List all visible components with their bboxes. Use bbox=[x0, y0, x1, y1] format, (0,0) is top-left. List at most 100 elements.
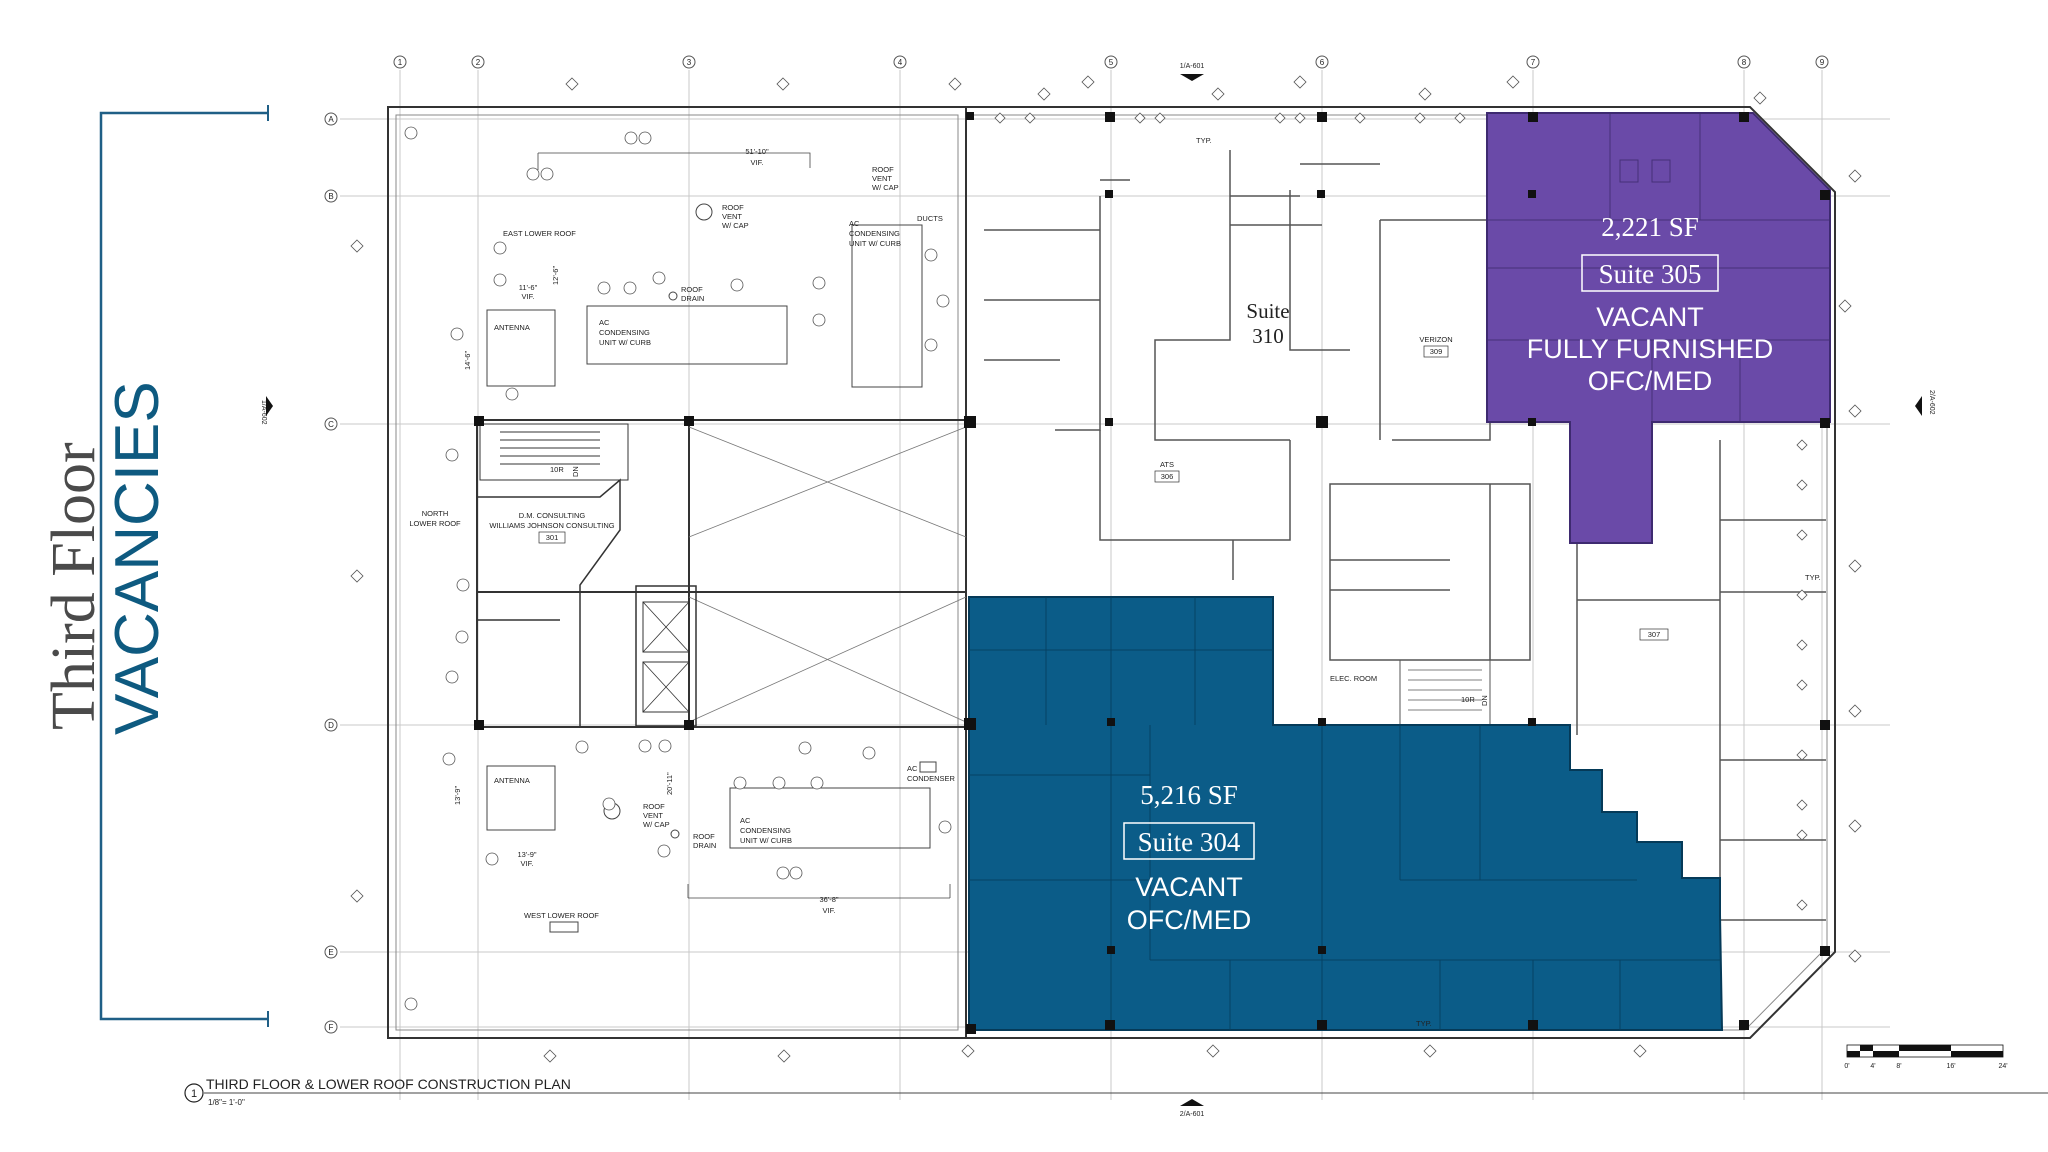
ducts-label: DUCTS bbox=[917, 214, 943, 223]
roof-equipment bbox=[486, 152, 951, 933]
scale-tick-label: 4' bbox=[1870, 1063, 1875, 1070]
ac-unit-label-line2: CONDENSING bbox=[599, 328, 650, 337]
dimension-a: 11'-6" bbox=[519, 283, 538, 292]
typ-note: TYP. bbox=[1196, 136, 1212, 145]
section-mark-right: 2/A-602 bbox=[1928, 390, 1935, 415]
suite-305-name: Suite 305 bbox=[1599, 259, 1702, 289]
suite-304-status: VACANT bbox=[1135, 872, 1243, 902]
ac-unit-label-line1: AC bbox=[740, 816, 751, 825]
keynote-tags bbox=[350, 75, 1862, 1063]
grid-row-label: E bbox=[328, 948, 333, 957]
dimension-bottom-vif: VIF. bbox=[823, 906, 836, 915]
ac-unit-label-line3: UNIT W/ CURB bbox=[599, 338, 651, 347]
suite-304-area-label: 5,216 SF bbox=[1140, 780, 1238, 810]
typ-note: TYP. bbox=[1416, 1019, 1432, 1028]
roof-drain-label-line2: DRAIN bbox=[693, 841, 716, 850]
roof-vent-label-line2: VENT bbox=[722, 212, 742, 221]
scale-tick-label: 0' bbox=[1844, 1063, 1849, 1070]
grid-col-label: 2 bbox=[476, 58, 481, 67]
antenna-label-south: ANTENNA bbox=[494, 776, 530, 785]
dimension-d: 13'-9" bbox=[453, 786, 462, 805]
ac-condenser-label-line2: CONDENSER bbox=[907, 774, 956, 783]
grid-col-label: 7 bbox=[1531, 58, 1536, 67]
title-bracket bbox=[99, 111, 268, 1021]
roof-vent-label-line3: W/ CAP bbox=[872, 183, 899, 192]
typ-note: TYP. bbox=[1805, 573, 1821, 582]
roof-vent-label-line2: VENT bbox=[872, 174, 892, 183]
dimension-f-vif: VIF. bbox=[521, 859, 534, 868]
ac-unit-label-line3: UNIT W/ CURB bbox=[740, 836, 792, 845]
roof-vent-label-line1: ROOF bbox=[722, 203, 744, 212]
scale-tick-label: 16' bbox=[1946, 1063, 1955, 1070]
north-roof-label-line2: LOWER ROOF bbox=[409, 519, 461, 528]
grid-col-label: 1 bbox=[398, 58, 403, 67]
scale-tick-label: 8' bbox=[1896, 1063, 1901, 1070]
grid-col-label: 3 bbox=[687, 58, 692, 67]
roof-vent-label-line3: W/ CAP bbox=[643, 820, 670, 829]
dimension-e: 20'-11" bbox=[665, 772, 674, 795]
suite-304-area[interactable] bbox=[968, 596, 1724, 1031]
scale-bar: 0' 4' 8' 16' 24' bbox=[1844, 1044, 2008, 1070]
ac-condenser-label-line1: AC bbox=[907, 764, 918, 773]
room-307-number: 307 bbox=[1648, 630, 1661, 639]
ac-unit-label-line1: AC bbox=[599, 318, 610, 327]
stair-dn-south: DN bbox=[1480, 695, 1489, 706]
verizon-room-number: 309 bbox=[1430, 347, 1443, 356]
suite-304-name: Suite 304 bbox=[1138, 827, 1241, 857]
suite-305-detail: FULLY FURNISHED bbox=[1527, 334, 1774, 364]
grid-row-label: C bbox=[328, 420, 334, 429]
dimension-b: 12'-6" bbox=[551, 266, 560, 285]
dimension-f: 13'-9" bbox=[517, 850, 536, 859]
dimension-bottom: 36'-8" bbox=[819, 895, 838, 904]
roof-vent-label-line1: ROOF bbox=[643, 802, 665, 811]
side-title: Third Floor VACANCIES bbox=[40, 105, 269, 1027]
dimension-a-vif: VIF. bbox=[522, 292, 535, 301]
ac-unit-label-line1: AC bbox=[849, 219, 860, 228]
stair-risers-north: 10R bbox=[550, 465, 564, 474]
grid-row-label: D bbox=[328, 721, 334, 730]
drawing-scale: 1/8"= 1'-0" bbox=[208, 1098, 245, 1107]
suite-304-name-box bbox=[1123, 822, 1255, 860]
grid-bubbles-columns: 1 2 3 4 5 6 7 8 9 bbox=[393, 55, 1829, 69]
stair-dn-north: DN bbox=[571, 466, 580, 477]
title-third-floor: Third Floor bbox=[40, 442, 108, 730]
roof-vent-label-line1: ROOF bbox=[872, 165, 894, 174]
grid-col-label: 5 bbox=[1109, 58, 1114, 67]
roof-keynote-circles bbox=[404, 126, 952, 1011]
suite-310-label-line2: 310 bbox=[1252, 324, 1284, 348]
antenna-label-north: ANTENNA bbox=[494, 323, 530, 332]
interior-partitions bbox=[984, 150, 1826, 921]
suite-304-use: OFC/MED bbox=[1127, 905, 1252, 935]
roof-vent-label-line2: VENT bbox=[643, 811, 663, 820]
roof-drain-label-line1: ROOF bbox=[693, 832, 715, 841]
suite-305-name-box bbox=[1581, 254, 1719, 292]
structural-columns bbox=[474, 112, 1830, 1034]
tenant-301-line1: D.M. CONSULTING bbox=[519, 511, 586, 520]
grid-row-label: B bbox=[328, 192, 333, 201]
ac-unit-label-line3: UNIT W/ CURB bbox=[849, 239, 901, 248]
tenant-301-line2: WILLIAMS JOHNSON CONSULTING bbox=[489, 521, 614, 530]
suite-310-label-line1: Suite bbox=[1246, 299, 1289, 323]
stair-risers-south: 10R bbox=[1461, 695, 1475, 704]
verizon-label: VERIZON bbox=[1419, 335, 1452, 344]
title-vacancies: VACANCIES bbox=[103, 381, 172, 735]
dimension-top: 51'-10" bbox=[745, 147, 769, 156]
grid-col-label: 8 bbox=[1742, 58, 1747, 67]
grid-col-label: 9 bbox=[1820, 58, 1825, 67]
dimension-c: 14'-6" bbox=[463, 351, 472, 370]
section-mark-top: 1/A-601 bbox=[1180, 63, 1205, 70]
grid-col-label: 6 bbox=[1320, 58, 1325, 67]
section-mark-left: 1/A-602 bbox=[260, 400, 267, 425]
scale-tick-label: 24' bbox=[1998, 1063, 2007, 1070]
suite-305-status: VACANT bbox=[1596, 302, 1704, 332]
roof-vent-label-line3: W/ CAP bbox=[722, 221, 749, 230]
ac-unit-label-line2: CONDENSING bbox=[849, 229, 900, 238]
grid-bubbles-rows: A B C D E F bbox=[324, 112, 338, 1034]
room-301-number: 301 bbox=[546, 533, 559, 542]
north-roof-label-line1: NORTH bbox=[422, 509, 449, 518]
ats-label: ATS bbox=[1160, 460, 1174, 469]
roof-drain-label-line1: ROOF bbox=[681, 285, 703, 294]
suite-305-use: OFC/MED bbox=[1588, 366, 1713, 396]
suite-305-area-label: 2,221 SF bbox=[1601, 212, 1699, 242]
